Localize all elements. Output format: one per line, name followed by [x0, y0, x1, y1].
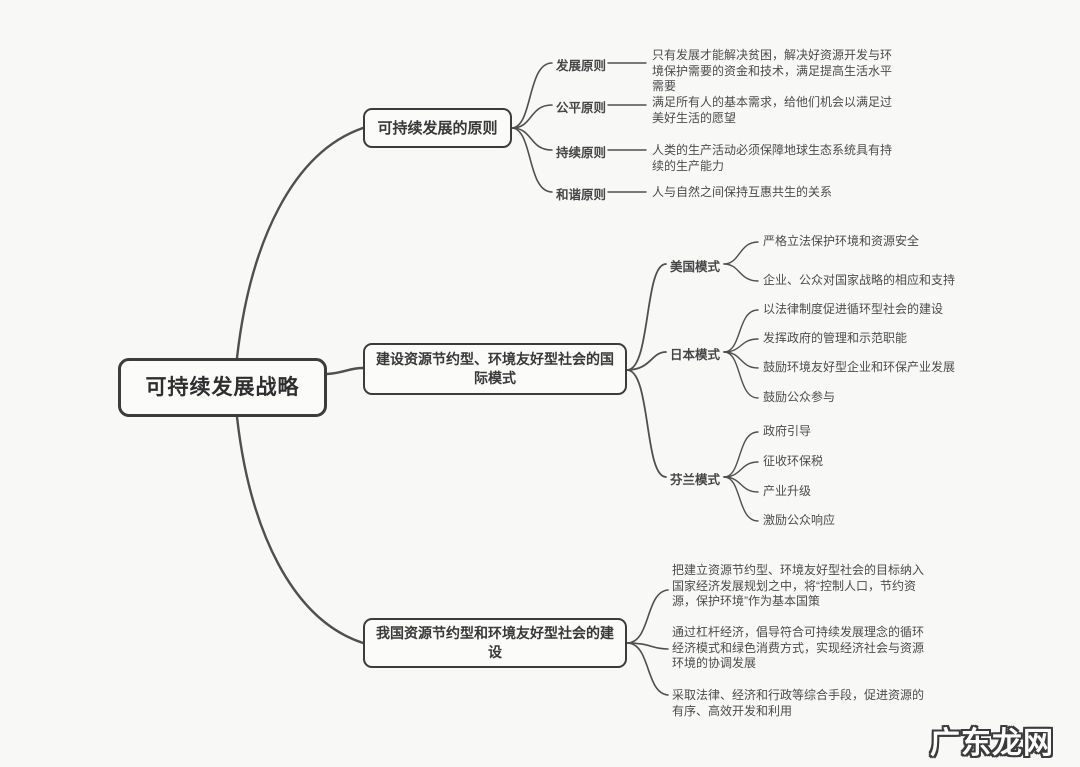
- connector-mode-leaf: [723, 461, 759, 478]
- leaf-principle-fairness: 满足所有人的基本需求，给他们机会以满足过美好生活的愿望: [652, 95, 893, 125]
- leaf-china-2: 通过杠杆经济，倡导符合可持续发展理念的循环经济模式和绿色消费方式，实现经济社会与…: [672, 625, 925, 670]
- leaf-usa-1: 严格立法保护环境和资源安全: [763, 234, 920, 248]
- label-mode-finland: 芬兰模式: [670, 473, 721, 487]
- connector-mode: [626, 351, 667, 371]
- connector-mode-leaf: [723, 241, 759, 265]
- label-principle-fairness: 公平原则: [556, 101, 607, 115]
- label-principle-development: 发展原则: [556, 59, 607, 73]
- leaf-usa-2: 企业、公众对国家战略的相应和支持: [763, 273, 956, 287]
- node-root: 可持续发展战略: [118, 358, 327, 417]
- leaf-japan-3: 鼓励环境友好型企业和环保产业发展: [763, 360, 956, 374]
- connector-root-top: [235, 126, 365, 360]
- connector-mode: [626, 369, 667, 478]
- leaf-china-3: 采取法律、经济和行政等综合手段，促进资源的有序、高效开发和利用: [672, 688, 925, 718]
- node-international-modes: 建设资源节约型、环境友好型社会的国际模式: [363, 343, 627, 395]
- leaf-finland-4: 激励公众响应: [763, 513, 836, 527]
- leaf-principle-development: 只有发展才能解决贫困，解决好资源开发与环境保护需要的资金和技术，满足提高生活水平…: [652, 48, 893, 93]
- label-mode-usa: 美国模式: [670, 260, 721, 274]
- label-principle-sustain: 持续原则: [556, 146, 607, 160]
- node-china-construction: 我国资源节约型和环境友好型社会的建设: [363, 618, 627, 668]
- leaf-china-1: 把建立资源节约型、环境友好型社会的目标纳入国家经济发展规划之中，将“控制人口，节…: [672, 563, 925, 608]
- leaf-finland-1: 政府引导: [763, 424, 812, 438]
- connector-bottom-leaf: [626, 642, 669, 696]
- connector-bottom-leaf: [626, 589, 669, 644]
- connector-mode: [626, 263, 667, 371]
- connector-mode-leaf: [723, 263, 759, 282]
- connector-mode-leaf: [723, 351, 759, 369]
- connector-principle: [511, 104, 553, 129]
- leaf-japan-2: 发挥政府的管理和示范职能: [763, 331, 908, 345]
- watermark-logo: 广东龙网: [930, 727, 1054, 760]
- leaf-finland-3: 产业升级: [763, 484, 812, 498]
- connector-principle: [511, 62, 553, 129]
- label-principle-harmony: 和谐原则: [556, 188, 607, 202]
- connector-mode-leaf: [723, 476, 759, 522]
- connector-root-middle: [325, 366, 365, 376]
- connector-mode-leaf: [723, 431, 759, 478]
- leaf-japan-4: 鼓励公众参与: [763, 390, 836, 404]
- connector-principle: [511, 127, 553, 193]
- leaf-principle-sustain: 人类的生产活动必须保障地球生态系统具有持续的生产能力: [652, 143, 893, 173]
- connector-mode-leaf: [723, 351, 759, 399]
- leaf-japan-1: 以法律制度促进循环型社会的建设: [763, 302, 944, 316]
- leaf-finland-2: 征收环保税: [763, 454, 824, 468]
- node-principles: 可持续发展的原则: [363, 108, 512, 148]
- connector-principle: [511, 127, 553, 151]
- connector-root-bottom: [235, 415, 365, 645]
- connector-mode-leaf: [723, 309, 759, 353]
- leaf-principle-harmony: 人与自然之间保持互惠共生的关系: [652, 185, 833, 199]
- label-mode-japan: 日本模式: [670, 348, 721, 362]
